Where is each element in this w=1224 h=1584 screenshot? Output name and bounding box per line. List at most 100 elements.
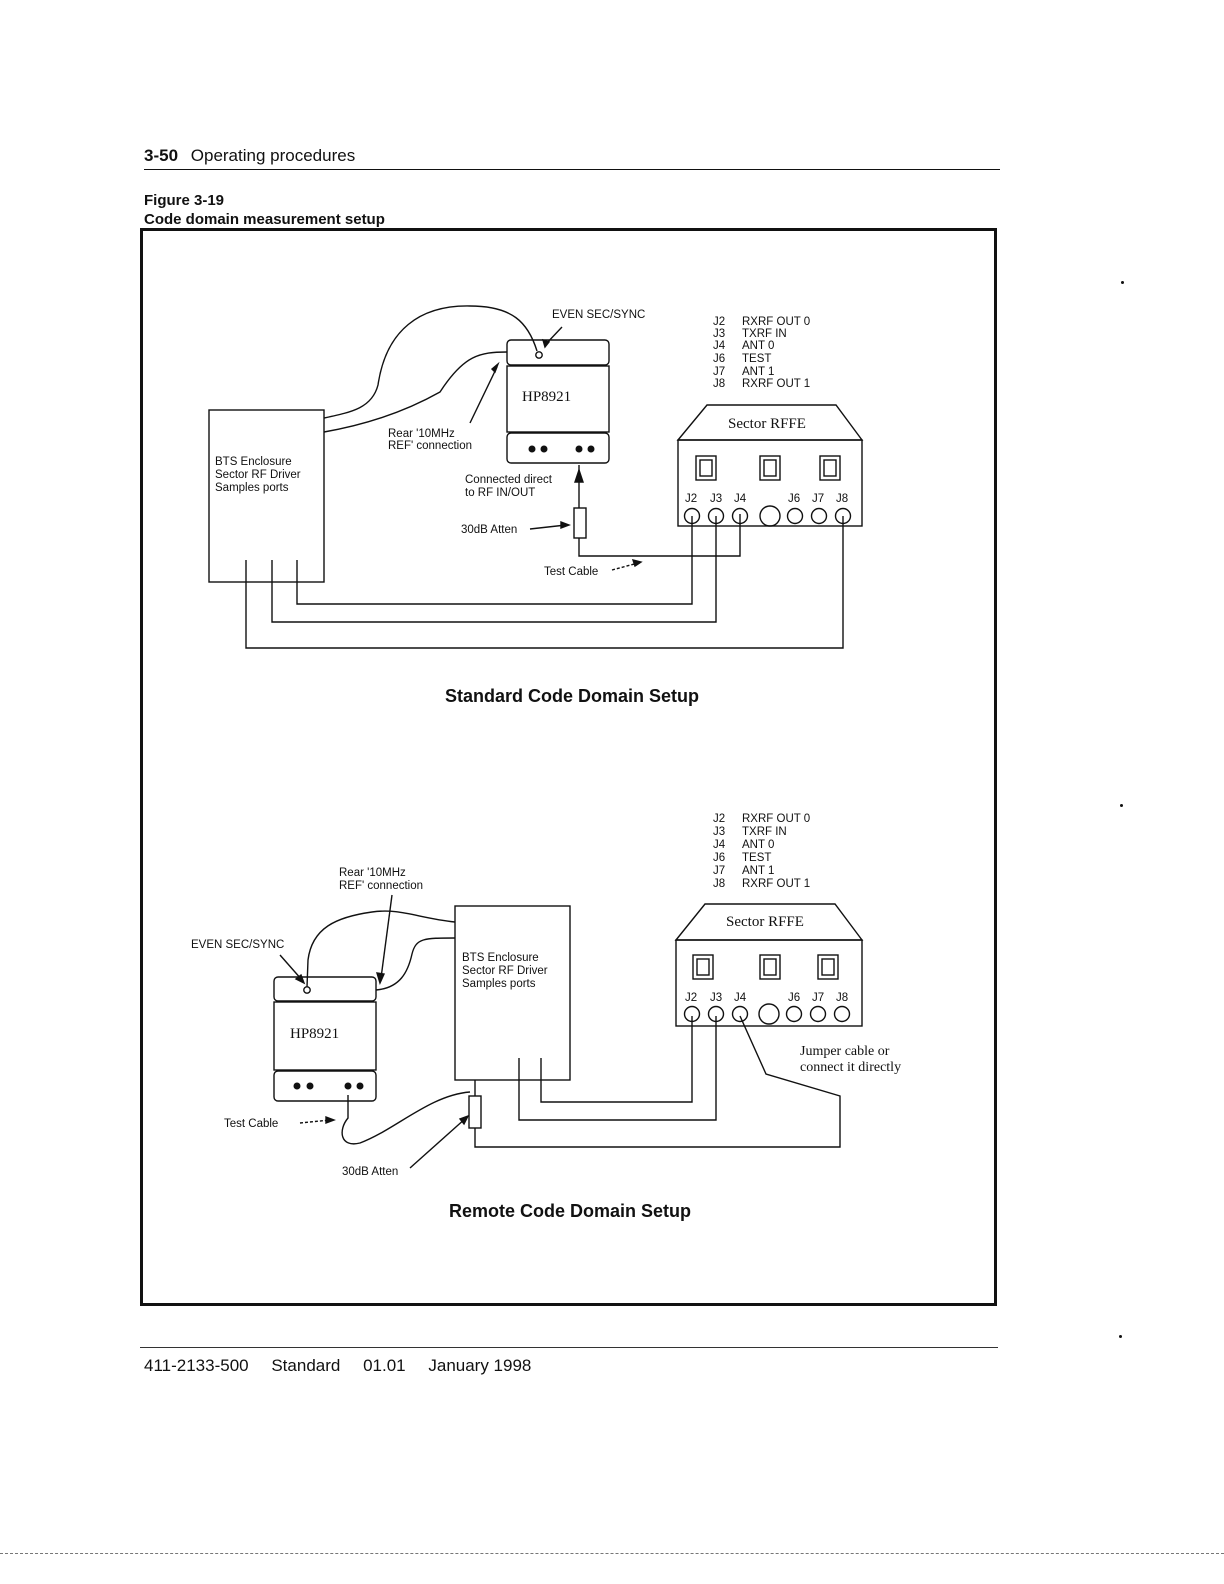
hp8921-top-panel xyxy=(273,976,377,1002)
rffe-conn-j2: J2 xyxy=(685,493,697,505)
svg-text:J4: J4 xyxy=(713,340,726,352)
rffe-module-icons xyxy=(695,455,841,481)
test-cable xyxy=(341,1091,471,1145)
hp8921-bottom-panel xyxy=(273,1070,377,1102)
footer-rule xyxy=(140,1347,998,1348)
section-title: Operating procedures xyxy=(190,146,356,165)
rffe-module-icons xyxy=(692,954,839,980)
attenuator xyxy=(468,1095,482,1129)
svg-text:RXRF OUT 0: RXRF OUT 0 xyxy=(742,316,810,328)
test-cable-pointer xyxy=(299,1119,331,1124)
page-header: 3-50 Operating procedures xyxy=(144,146,355,166)
bts-label-1: BTS Enclosure xyxy=(462,952,539,964)
even-sec-sync-label: EVEN SEC/SYNC xyxy=(552,309,645,321)
cable-bts-j2 xyxy=(540,1016,693,1103)
svg-text:J7: J7 xyxy=(713,865,725,877)
sync-port-icon xyxy=(303,986,311,994)
even-sec-sync-pointer xyxy=(279,954,303,981)
sector-rffe-body xyxy=(677,439,863,527)
svg-text:ANT 1: ANT 1 xyxy=(742,865,774,877)
hp8921-body xyxy=(273,1001,377,1071)
svg-text:ANT 0: ANT 0 xyxy=(742,839,774,851)
ref-cable xyxy=(323,351,508,433)
margin-mark xyxy=(1119,1335,1122,1338)
section-number: 3-50 xyxy=(144,146,179,165)
rear-ref-pointer xyxy=(380,894,393,979)
svg-text:RXRF OUT 1: RXRF OUT 1 xyxy=(742,378,810,390)
page-footer: 411-2133-500 Standard 01.01 January 1998 xyxy=(144,1356,549,1376)
standard-setup-caption: Standard Code Domain Setup xyxy=(445,686,699,706)
even-sec-sync-label: EVEN SEC/SYNC xyxy=(191,939,284,951)
bts-label-3: Samples ports xyxy=(215,482,289,494)
rffe-connector-labels: J2 J3 J4 J6 J7 J8 xyxy=(685,992,848,1004)
sector-rffe-label: Sector RFFE xyxy=(728,416,806,432)
svg-text:J3: J3 xyxy=(713,328,725,340)
connected-direct-label-2: to RF IN/OUT xyxy=(465,487,535,499)
rffe-connector-labels: J2 J3 J4 J6 J7 J8 xyxy=(685,493,848,505)
doc-date: January 1998 xyxy=(428,1356,532,1375)
test-cable-label: Test Cable xyxy=(544,566,598,578)
hp8921-port-dots xyxy=(528,445,595,453)
svg-text:RXRF OUT 0: RXRF OUT 0 xyxy=(742,813,810,825)
jumper-label-2: connect it directly xyxy=(800,1060,901,1075)
figure-title: Code domain measurement setup xyxy=(144,211,385,228)
standard-setup: BTS Enclosure Sector RF Driver Samples p… xyxy=(208,305,864,706)
svg-text:TXRF IN: TXRF IN xyxy=(742,826,787,838)
rffe-conn-j4: J4 xyxy=(734,493,747,505)
bts-label-2: Sector RF Driver xyxy=(215,469,301,481)
sync-port-icon xyxy=(535,351,543,359)
svg-text:RXRF OUT 1: RXRF OUT 1 xyxy=(742,878,810,890)
svg-text:J6: J6 xyxy=(713,852,725,864)
svg-text:J7: J7 xyxy=(713,366,725,378)
atten-pointer xyxy=(529,524,567,530)
ref-cable xyxy=(375,937,456,991)
bts-label-1: BTS Enclosure xyxy=(215,456,292,468)
hp8921-bottom-panel xyxy=(506,432,610,464)
rffe-conn-j4: J4 xyxy=(734,992,747,1004)
connected-direct-label-1: Connected direct xyxy=(465,474,553,486)
atten-label: 30dB Atten xyxy=(342,1166,398,1178)
figure-frame xyxy=(140,228,997,1306)
test-cable-label: Test Cable xyxy=(224,1118,278,1130)
rffe-conn-j8: J8 xyxy=(836,493,848,505)
hp8921-port-dots xyxy=(293,1082,364,1090)
rear-ref-pointer xyxy=(469,366,498,424)
bts-enclosure-box xyxy=(208,409,325,583)
cable-bts-j3 xyxy=(518,1016,717,1121)
rffe-connectors xyxy=(683,1003,851,1025)
svg-text:J8: J8 xyxy=(713,378,725,390)
rear-ref-label-1: Rear '10MHz xyxy=(339,867,406,879)
page-edge-line xyxy=(0,1553,1224,1554)
hp8921-label: HP8921 xyxy=(522,389,571,405)
rffe-conn-j3: J3 xyxy=(710,992,722,1004)
svg-text:ANT 1: ANT 1 xyxy=(742,366,774,378)
sector-rffe-body xyxy=(675,939,863,1027)
hp8921-label: HP8921 xyxy=(290,1026,339,1042)
rffe-conn-j7: J7 xyxy=(812,493,824,505)
margin-mark xyxy=(1120,804,1123,807)
rffe-conn-j8: J8 xyxy=(836,992,848,1004)
bts-enclosure-box xyxy=(454,905,571,1081)
rear-ref-label-2: REF' connection xyxy=(339,880,423,892)
rffe-connectors xyxy=(683,505,852,527)
svg-text:J3: J3 xyxy=(713,826,725,838)
atten-pointer xyxy=(409,1117,467,1169)
bts-label-3: Samples ports xyxy=(462,978,536,990)
test-cable xyxy=(578,514,741,557)
sync-cable xyxy=(323,305,538,419)
svg-text:J2: J2 xyxy=(713,316,725,328)
svg-text:TEST: TEST xyxy=(742,852,771,864)
cable-bts-j8 xyxy=(245,516,844,649)
rffe-conn-j6: J6 xyxy=(788,992,800,1004)
rffe-conn-j3: J3 xyxy=(710,493,722,505)
svg-text:J4: J4 xyxy=(713,839,726,851)
margin-mark xyxy=(1121,281,1124,284)
hp8921-body xyxy=(506,365,610,433)
rffe-conn-j7: J7 xyxy=(812,992,824,1004)
cable-bts-j3 xyxy=(271,516,717,623)
remote-setup-caption: Remote Code Domain Setup xyxy=(449,1201,691,1221)
cable-atten-j4 xyxy=(474,1015,841,1148)
